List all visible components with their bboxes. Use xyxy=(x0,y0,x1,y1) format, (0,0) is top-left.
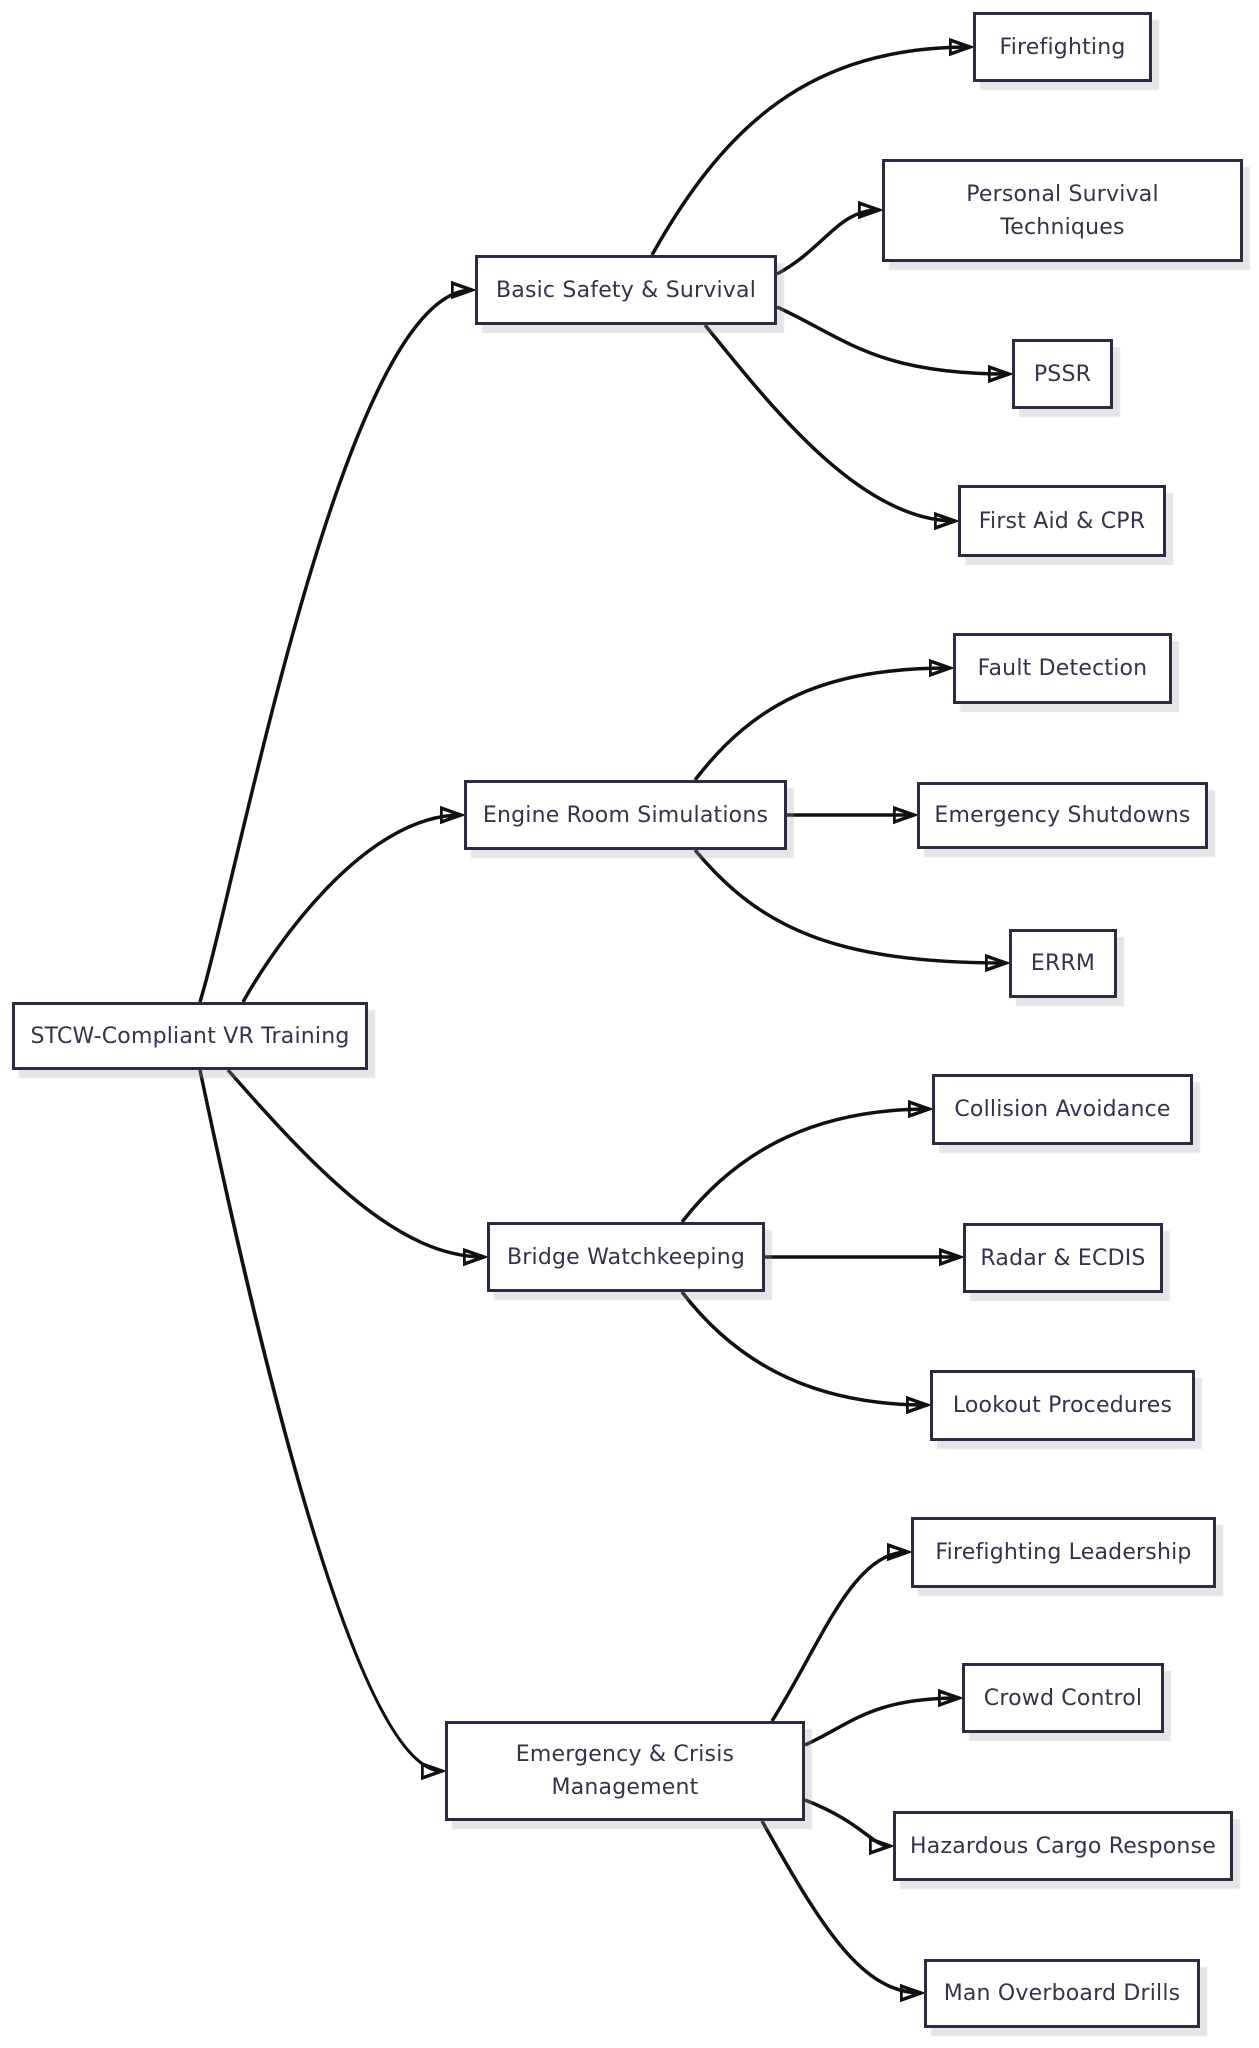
node-man-overboard-drills: Man Overboard Drills xyxy=(924,1959,1200,2028)
edge-emergency-firefighting-leadership xyxy=(770,1552,908,1722)
edge-engine-fault-detection xyxy=(693,668,950,782)
node-lookout-procedures: Lookout Procedures xyxy=(930,1370,1195,1441)
edge-basic-first-aid xyxy=(703,323,955,521)
edge-emergency-man-overboard xyxy=(760,1820,921,1993)
node-basic-safety-survival: Basic Safety & Survival xyxy=(475,255,777,325)
node-emergency-crisis-management: Emergency & Crisis Management xyxy=(445,1721,805,1821)
edge-basic-pssr xyxy=(776,305,1009,374)
edge-bridge-collision-avoidance xyxy=(680,1109,929,1224)
edge-emergency-crowd-control xyxy=(804,1698,959,1747)
node-root-stcw-vr-training: STCW-Compliant VR Training xyxy=(12,1002,368,1070)
edge-basic-personal-survival xyxy=(776,210,879,276)
edge-bridge-lookout-procedures xyxy=(680,1290,927,1405)
node-crowd-control: Crowd Control xyxy=(962,1663,1164,1733)
node-firefighting: Firefighting xyxy=(973,12,1152,82)
node-errm: ERRM xyxy=(1009,929,1117,998)
node-fault-detection: Fault Detection xyxy=(953,633,1172,704)
node-first-aid-cpr: First Aid & CPR xyxy=(958,485,1166,557)
node-engine-room-simulations: Engine Room Simulations xyxy=(464,780,787,850)
node-collision-avoidance: Collision Avoidance xyxy=(932,1074,1193,1145)
node-firefighting-leadership: Firefighting Leadership xyxy=(911,1517,1216,1588)
node-emergency-shutdowns: Emergency Shutdowns xyxy=(917,782,1208,849)
node-radar-ecdis: Radar & ECDIS xyxy=(963,1223,1163,1293)
edge-root-engine-room xyxy=(241,815,461,1003)
edge-root-emergency-crisis xyxy=(198,1069,442,1771)
edge-engine-errm xyxy=(693,848,1006,963)
node-pssr: PSSR xyxy=(1012,339,1113,409)
edge-basic-firefighting xyxy=(650,47,970,256)
node-bridge-watchkeeping: Bridge Watchkeeping xyxy=(487,1222,765,1292)
edge-emergency-hazardous-cargo xyxy=(804,1798,890,1846)
edge-root-bridge-watchkeeping xyxy=(226,1068,484,1257)
node-hazardous-cargo-response: Hazardous Cargo Response xyxy=(893,1811,1233,1881)
edge-root-basic-safety xyxy=(198,290,472,1003)
node-personal-survival-techniques: Personal Survival Techniques xyxy=(882,159,1243,262)
